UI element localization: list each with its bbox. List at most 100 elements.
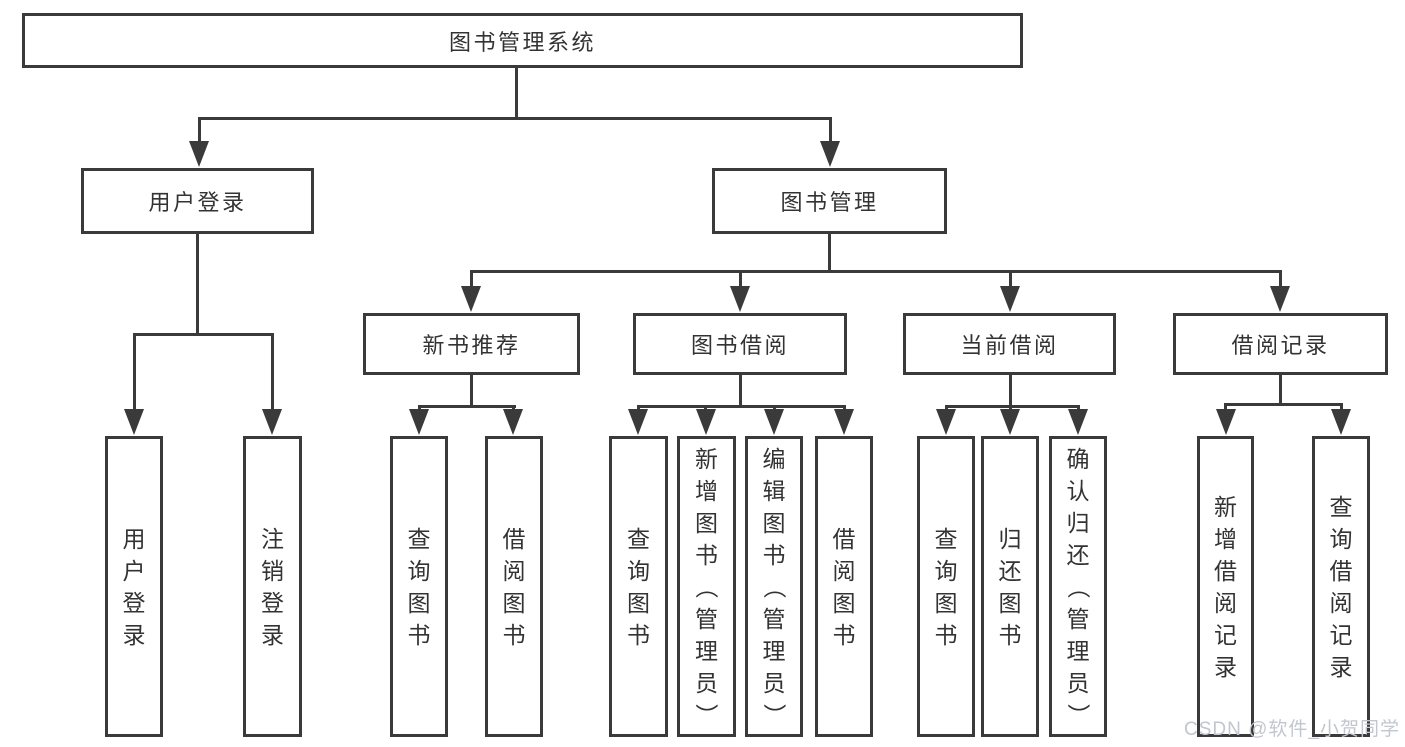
vertical-char: 阅 [832,557,856,584]
arrowhead-down-icon [124,409,144,435]
vertical-char: 户 [122,557,146,584]
arrowhead-down-icon [1215,409,1236,435]
arrowhead-down-icon [1000,409,1020,435]
vertical-paren-char: ） [761,703,787,726]
arrowhead-down-icon [1068,409,1088,435]
vertical-char: 录 [1214,653,1237,680]
connector-vertical-line [469,375,473,408]
vertical-char: 阅 [1329,589,1353,616]
vertical-paren-char: （ [1065,575,1091,598]
leaf-return-book: 归还图书 [981,436,1039,737]
connector-vertical-line [636,405,640,412]
vertical-char: 借 [1214,557,1237,584]
vertical-char: 记 [1214,621,1237,648]
leaf-label: 借阅图书 [833,523,856,651]
vertical-char: 销 [261,557,284,584]
vertical-char: 图 [407,589,431,616]
vertical-char: 查 [627,525,650,552]
leaf-query-book-newbook: 查询图书 [390,436,448,737]
vertical-paren-char: ） [693,703,720,726]
connector-vertical-line [469,270,473,290]
vertical-char: 图 [502,589,526,616]
vertical-char: 理 [695,637,718,664]
connector-vertical-line [132,333,136,412]
node-label: 图书管理系统 [448,29,596,55]
node-label: 当前借阅 [960,333,1059,358]
node-label: 图书借阅 [690,333,789,358]
leaf-borrow-book: 借阅图书 [815,436,873,737]
vertical-char: 查 [1329,493,1353,520]
vertical-char: 书 [627,621,650,648]
connector-vertical-line [1278,375,1282,406]
connector-horizontal-line [469,270,1282,273]
vertical-paren-char: （ [761,575,787,598]
vertical-char: 阅 [502,557,526,584]
node-current-borrow: 当前借阅 [903,313,1116,375]
connector-horizontal-line [636,405,846,408]
vertical-char: 书 [695,541,718,568]
vertical-char: 询 [627,557,650,584]
connector-vertical-line [1278,270,1282,290]
leaf-label: 确认归还（管理员） [1065,443,1091,731]
leaf-label: 查询图书 [935,523,958,651]
vertical-char: 图 [695,509,718,536]
leaf-borrow-book-newbook: 借阅图书 [485,436,543,737]
arrowhead-down-icon [834,409,854,435]
leaf-label: 注销登录 [261,523,284,651]
connector-vertical-line [738,270,742,290]
vertical-char: 编 [762,445,786,472]
vertical-char: 辑 [762,477,786,504]
vertical-char: 查 [934,525,958,552]
connector-horizontal-line [197,117,832,120]
leaf-add-book-admin: 新增图书（管理员） [677,436,736,737]
vertical-char: 借 [502,525,526,552]
node-borrow-record: 借阅记录 [1173,313,1388,375]
leaf-label: 借阅图书 [503,523,526,651]
node-new-book-recommend: 新书推荐 [363,313,580,375]
vertical-char: 新 [695,445,718,472]
connector-horizontal-line [944,405,1080,408]
connector-vertical-line [704,405,707,412]
vertical-char: 图 [832,589,856,616]
arrowhead-down-icon [695,409,716,435]
vertical-char: 借 [1329,557,1353,584]
connector-vertical-line [1008,375,1012,408]
connector-vertical-line [828,117,832,145]
leaf-edit-book-admin: 编辑图书（管理员） [745,436,803,737]
vertical-char: 借 [832,525,856,552]
leaf-label: 查询图书 [408,523,431,651]
node-library-system: 图书管理系统 [22,13,1023,68]
arrowhead-down-icon [764,409,784,435]
leaf-label: 新增图书（管理员） [694,443,720,731]
vertical-char: 图 [627,589,650,616]
connector-horizontal-line [417,405,516,408]
connector-vertical-line [1008,270,1012,290]
vertical-char: 管 [695,605,718,632]
node-user-login: 用户登录 [81,168,314,234]
vertical-char: 录 [1329,653,1353,680]
vertical-char: 归 [998,525,1022,552]
csdn-watermark: CSDN @软件_小贺同学 [1184,719,1400,740]
vertical-char: 书 [407,621,431,648]
vertical-char: 员 [762,669,786,696]
leaf-label: 查询借阅记录 [1330,491,1353,683]
node-label: 借阅记录 [1231,333,1330,358]
arrowhead-down-icon [936,409,956,435]
connector-vertical-line [197,117,201,145]
connector-horizontal-line [1224,403,1342,406]
leaf-label: 查询图书 [627,523,650,651]
vertical-char: 询 [407,557,431,584]
vertical-char: 书 [832,621,856,648]
node-label: 新书推荐 [422,333,521,358]
connector-vertical-line [944,405,948,412]
vertical-char: 图 [762,509,786,536]
vertical-char: 新 [1214,493,1237,520]
arrowhead-down-icon [461,286,481,312]
connector-horizontal-line [132,333,274,336]
vertical-char: 询 [934,557,958,584]
vertical-char: 书 [502,621,526,648]
vertical-char: 管 [762,605,786,632]
vertical-char: 管 [1066,605,1090,632]
node-label: 图书管理 [780,190,879,215]
